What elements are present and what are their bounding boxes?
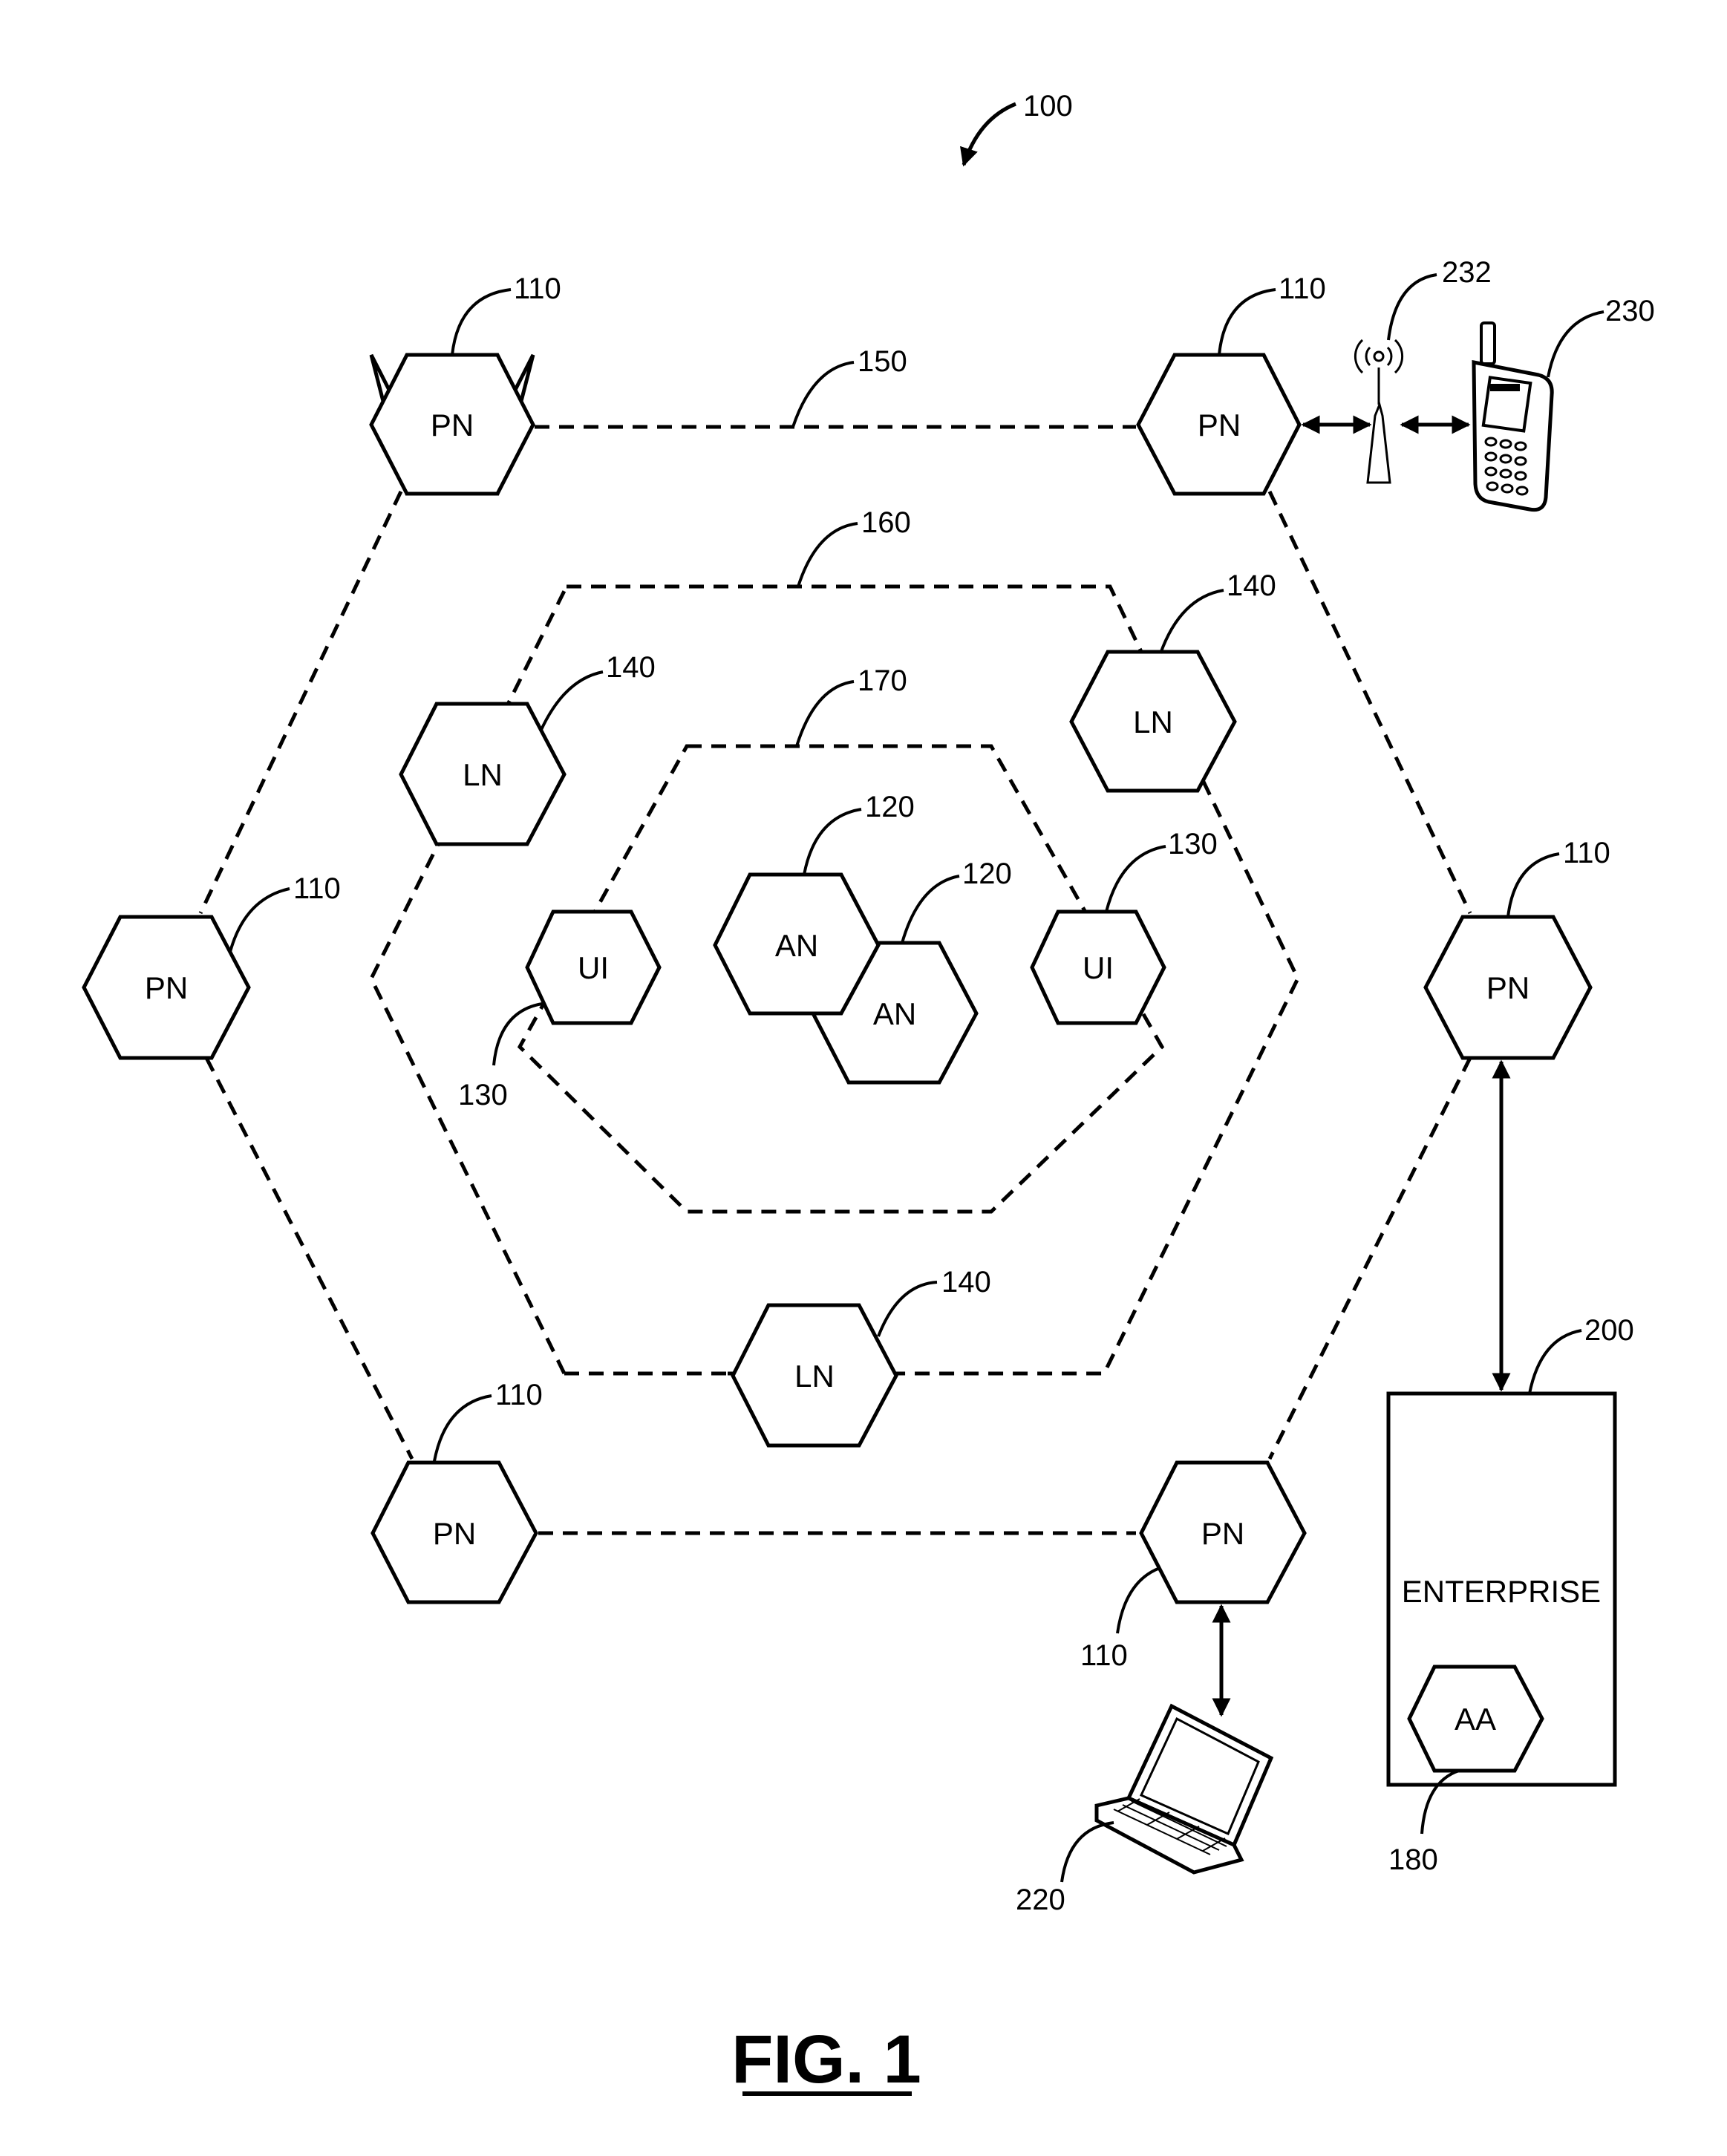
leader-pn-top-left xyxy=(452,290,511,355)
an-node-right-label: AN xyxy=(873,996,916,1031)
ref-ln-bottom: 140 xyxy=(941,1266,991,1298)
pn-node-top-right-label: PN xyxy=(1198,408,1241,442)
ref-pn-right: 110 xyxy=(1563,837,1610,869)
ref-enterprise: 200 xyxy=(1584,1314,1634,1347)
leader-ring-160 xyxy=(798,523,858,587)
pn-node-right-label: PN xyxy=(1486,970,1530,1005)
ref-ui-left: 130 xyxy=(458,1079,508,1111)
pn-node-bottom-left-label: PN xyxy=(433,1516,476,1551)
ref-ui-right: 130 xyxy=(1168,828,1218,860)
ref-an-left: 120 xyxy=(865,791,915,823)
ref-tower: 232 xyxy=(1442,256,1492,289)
laptop-icon xyxy=(1097,1706,1271,1872)
ln-node-right-label: LN xyxy=(1133,705,1173,739)
ref-an-right: 120 xyxy=(962,858,1012,890)
leader-pn-right xyxy=(1508,854,1559,917)
leader-ln-bottom xyxy=(878,1282,937,1336)
ref-pn-left: 110 xyxy=(293,872,341,905)
leader-laptop xyxy=(1062,1823,1114,1882)
leader-phone xyxy=(1548,312,1604,377)
leader-enterprise xyxy=(1530,1330,1581,1394)
leader-ring-150 xyxy=(793,362,854,427)
ref-pn-top-right: 110 xyxy=(1279,272,1326,305)
mobile-phone-icon xyxy=(1474,323,1552,510)
leader-ring-170 xyxy=(797,682,854,746)
ref-100-arrow xyxy=(964,104,1016,165)
ref-pn-bottom-right: 110 xyxy=(1080,1639,1128,1672)
leader-pn-bottom-left xyxy=(434,1396,492,1461)
leader-pn-bottom-right xyxy=(1117,1568,1160,1633)
figure-title: FIG. 1 xyxy=(731,2022,921,2097)
ref-aa: 180 xyxy=(1388,1843,1438,1876)
leader-ui-right xyxy=(1106,846,1166,912)
leader-an-left xyxy=(804,809,861,875)
ref-ln-left: 140 xyxy=(606,651,656,684)
aa-node-label: AA xyxy=(1455,1702,1496,1737)
leader-ui-left xyxy=(494,1004,542,1065)
ln-node-bottom-label: LN xyxy=(794,1359,835,1394)
leader-tower xyxy=(1388,275,1437,340)
ref-ring-170: 170 xyxy=(858,664,907,697)
enterprise-label: ENTERPRISE xyxy=(1402,1574,1601,1609)
an-node-left-label: AN xyxy=(775,928,818,963)
ref-ln-right: 140 xyxy=(1227,569,1276,602)
leader-ln-left xyxy=(541,672,603,731)
leader-pn-top-right xyxy=(1219,290,1276,355)
ln-node-left-label: LN xyxy=(463,757,503,792)
pn-node-left-label: PN xyxy=(145,970,188,1005)
pn-node-bottom-right-label: PN xyxy=(1201,1516,1244,1551)
ui-node-left-label: UI xyxy=(578,950,609,985)
leader-pn-left xyxy=(230,889,290,952)
pn-node-top-left-label: PN xyxy=(431,408,474,442)
antenna-tower-icon xyxy=(1355,340,1402,483)
ref-100: 100 xyxy=(1023,90,1073,122)
ref-ring-160: 160 xyxy=(861,506,911,539)
leader-ln-right xyxy=(1160,590,1224,653)
ref-ring-150: 150 xyxy=(858,345,907,378)
ref-laptop: 220 xyxy=(1016,1884,1065,1916)
ref-pn-bottom-left: 110 xyxy=(495,1379,543,1411)
leader-an-right xyxy=(902,876,959,943)
ref-phone: 230 xyxy=(1605,295,1655,327)
ref-pn-top-left: 110 xyxy=(514,272,561,305)
ui-node-right-label: UI xyxy=(1083,950,1114,985)
